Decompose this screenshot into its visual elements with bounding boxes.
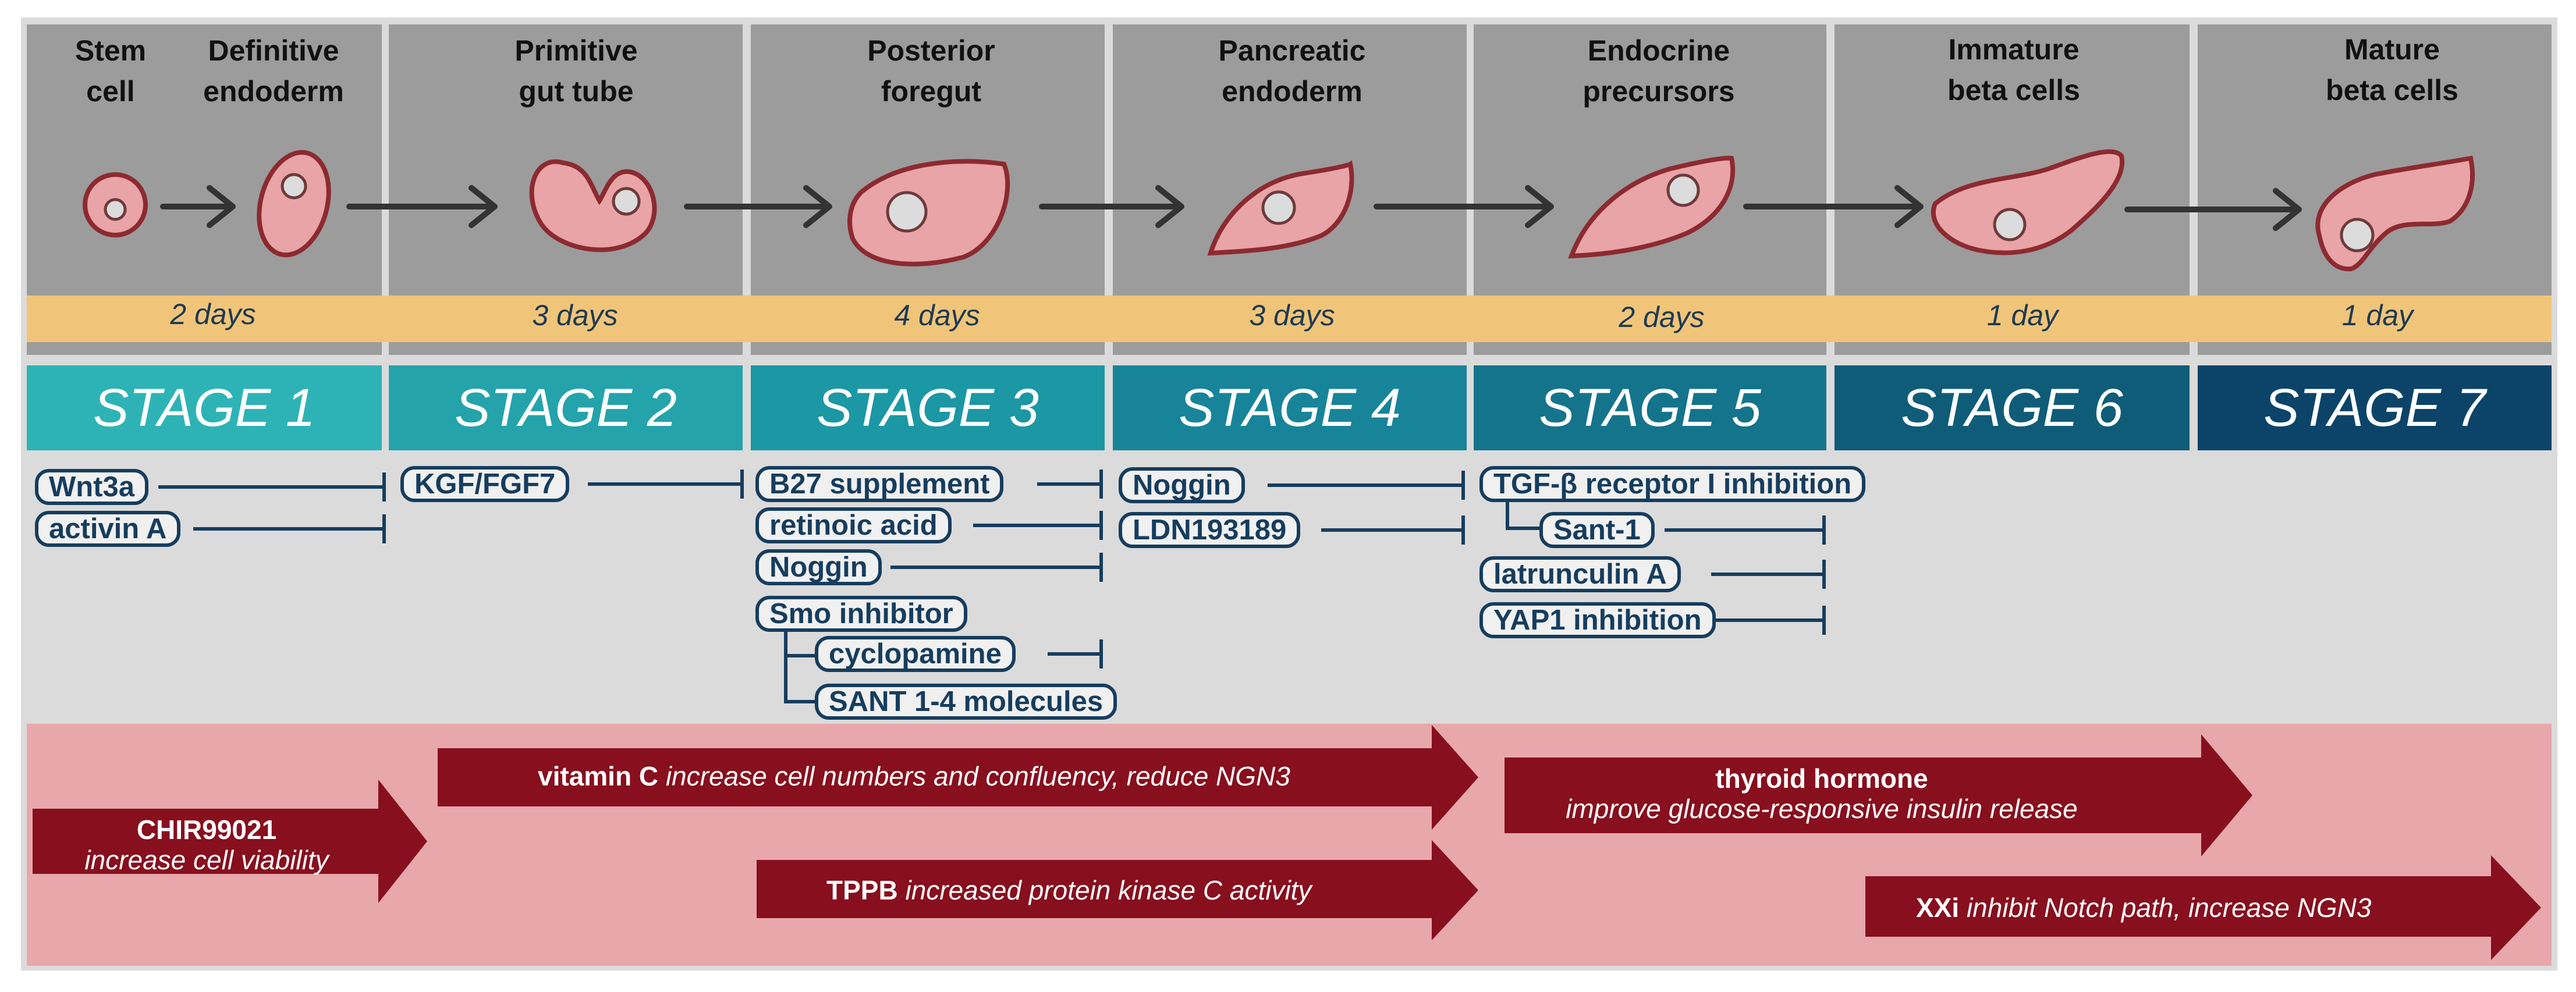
label-thyroid-hormone: thyroid hormone improve glucose-responsi… [1505,763,2139,824]
line-ldn193189 [1321,515,1465,545]
cell-title-endocrine-precursors: Endocrine precursors [1582,34,1735,108]
stage-label-2: STAGE 2 [389,365,743,450]
cell-stem [83,172,148,237]
stage-label-7: STAGE 7 [2198,365,2552,450]
name-tppb: TPPB [826,875,898,905]
stage-label-4: STAGE 4 [1113,365,1467,450]
line-yap1 [1708,606,1826,635]
progression-arrow-3 [684,185,832,228]
progression-arrows [160,185,2302,231]
line-noggin-s4 [1268,471,1465,500]
cell-posterior-foregut [847,159,1010,266]
arrow-vitamin-c [438,725,1478,830]
effect-xxi: inhibit Notch path, increase NGN3 [1966,893,2372,923]
label-tppb: TPPB increased protein kinase C activity [826,875,1311,905]
arrow-xxi [1865,855,2541,960]
factor-latrunculin-a: latrunculin A [1479,556,1681,592]
cell-title-pancreatic-endoderm: Pancreatic endoderm [1218,34,1366,108]
arrow-tppb [757,840,1478,940]
factor-noggin-stage-4: Noggin [1119,467,1245,503]
cell-title-immature-beta-cells: Immature beta cells [1947,33,2080,106]
duration-stage-3: 4 days [894,299,980,332]
factor-kgf-fgf7: KGF/FGF7 [400,466,570,502]
cell-endocrine-precursors [1568,155,1736,259]
line-sant-1 [1665,515,1826,545]
progression-arrow-5 [1374,185,1554,228]
stage-label-1: STAGE 1 [27,365,382,450]
progression-arrow-4 [1039,185,1184,228]
label-xxi: XXi inhibit Notch path, increase NGN3 [1916,893,2371,923]
factor-duration-lines [158,470,1826,703]
line-noggin-s3 [890,553,1103,582]
cell-mature-beta [2315,155,2475,272]
stage-label-5: STAGE 5 [1474,365,1826,450]
cell-title-posterior-foregut: Posterior foregut [867,34,995,108]
factor-tgf-beta-receptor-inhibition: TGF-β receptor I inhibition [1479,466,1866,502]
cell-title-mature-beta-cells: Mature beta cells [2326,33,2458,106]
progression-arrow-2 [346,185,498,228]
duration-band [27,296,2552,342]
factor-yap1-inhibition: YAP1 inhibition [1479,602,1716,638]
stage-label-3: STAGE 3 [751,365,1105,450]
line-cyclopamine [1048,639,1103,669]
line-b27 [1037,470,1103,499]
factor-sant-1: Sant-1 [1539,512,1655,548]
progression-arrow-6 [1743,185,1924,228]
effect-chir99021: increase cell viability [84,845,329,875]
factor-noggin-stage-3: Noggin [755,549,882,585]
cell-definitive-endoderm [257,150,331,258]
stage-label-6: STAGE 6 [1835,365,2190,450]
label-chir99021: CHIR99021 increase cell viability [35,815,378,875]
effect-thyroid-hormone: improve glucose-responsive insulin relea… [1566,794,2078,824]
effect-tppb: increased protein kinase C activity [905,875,1312,905]
line-latrunculin-a [1711,560,1826,589]
progression-arrow-7 [2124,188,2302,231]
name-chir99021: CHIR99021 [136,815,277,845]
arrow-chir99021 [33,780,427,903]
cell-title-stem-cell: Stem cell [74,34,147,108]
factor-wnt3a: Wnt3a [35,469,148,505]
cell-immature-beta [1931,149,2125,255]
name-xxi: XXi [1916,893,1960,923]
line-activin-a [193,514,386,543]
duration-stage-5: 2 days [1619,301,1705,333]
progression-arrow-1 [160,185,236,228]
name-vitamin-c: vitamin C [538,761,659,791]
label-vitamin-c: vitamin C increase cell numbers and conf… [538,761,1290,791]
name-thyroid-hormone: thyroid hormone [1715,763,1928,794]
factor-cyclopamine: cyclopamine [815,636,1016,672]
factor-activin-a: activin A [35,511,181,547]
line-smo-branch [784,630,815,703]
line-kgf-fgf7 [588,470,744,499]
factor-retinoic-acid: retinoic acid [755,507,952,543]
line-tgf-branch [1506,502,1539,530]
cell-pancreatic-endoderm [1207,160,1354,256]
factor-ldn193189: LDN193189 [1119,512,1301,548]
arrow-thyroid-hormone [1505,734,2252,856]
duration-stage-4: 3 days [1249,299,1335,332]
duration-stage-2: 3 days [532,299,618,332]
duration-stage-1: 2 days [170,298,256,330]
effect-vitamin-c: increase cell numbers and confluency, re… [665,761,1290,791]
factor-b27-supplement: B27 supplement [755,466,1004,502]
cell-primitive-gut-tube [529,159,657,253]
duration-stage-7: 1 day [2341,299,2414,332]
duration-stage-6: 1 day [1986,299,2059,332]
line-wnt3a [158,472,386,502]
cell-title-definitive-endoderm: Definitive endoderm [203,34,344,108]
cell-title-primitive-gut-tube: Primitive gut tube [515,34,638,108]
line-retinoic-acid [973,511,1103,540]
factor-sant-1-4-molecules: SANT 1-4 molecules [815,684,1117,720]
factor-smo-inhibitor: Smo inhibitor [755,596,967,632]
